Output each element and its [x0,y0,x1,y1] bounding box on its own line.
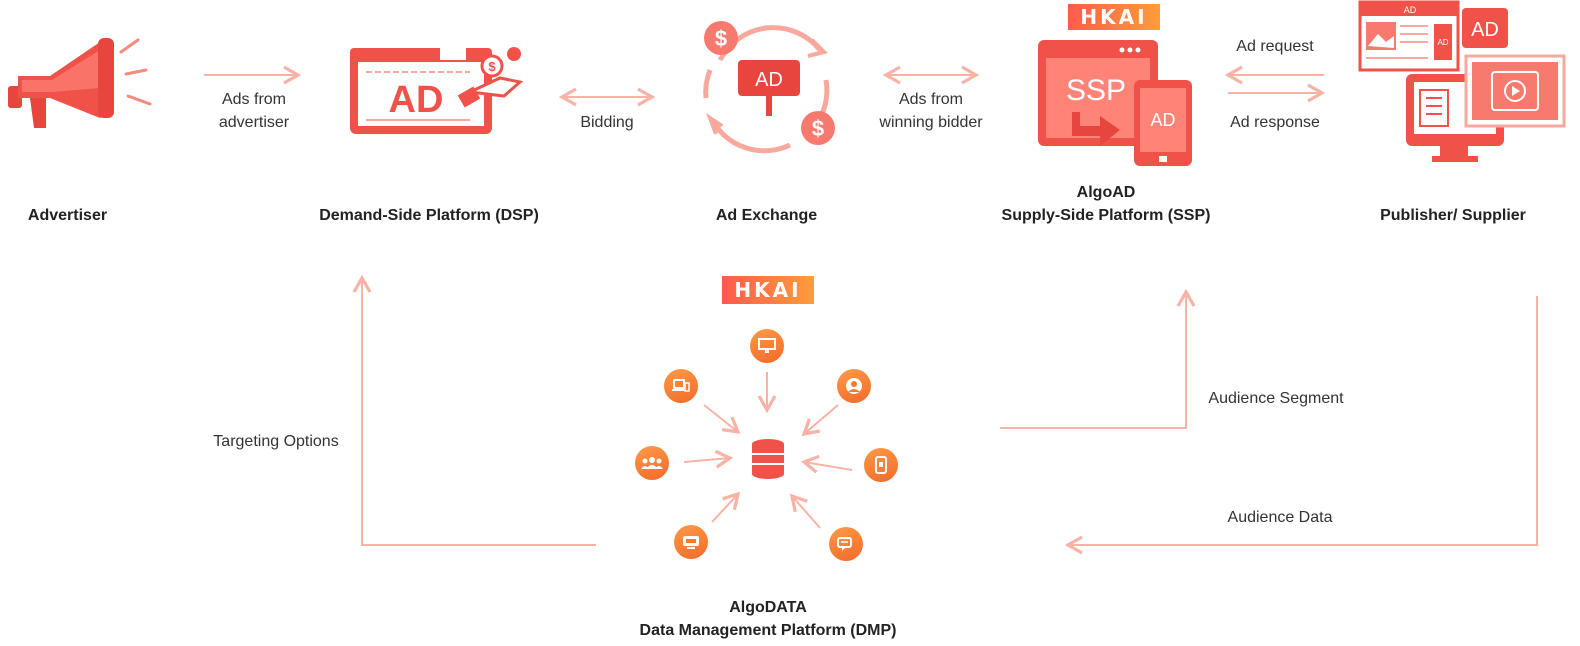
exchange-dollar-bottom: $ [812,116,824,141]
tv-icon [674,525,708,559]
node-publisher: Publisher/ Supplier [1380,207,1526,224]
arrow-audience-segment [1000,288,1196,429]
label-ad-response: Ad response [1230,114,1320,131]
dsp-ad-text: AD [389,79,444,121]
ssp-ad-text: AD [1150,110,1175,130]
node-ad-exchange: Ad Exchange [715,207,818,224]
dsp-dollar-text: $ [488,59,496,74]
ssp-text: SSP [1066,74,1126,107]
exchange-ad-text: AD [755,69,783,91]
label-ads-from-advertiser-line1: Ads from [221,91,286,108]
hkai-badge-top-text: HKAI [1080,5,1148,29]
monitor-icon [750,329,784,363]
hkai-badge-dmp: HKAI [722,276,814,304]
arrow-audience-data [1064,296,1538,555]
phone-icon [864,448,898,482]
exchange-dollar-top: $ [715,26,727,51]
laptop-icon [664,369,698,403]
database-icon [752,439,784,479]
node-advertiser: Advertiser [27,207,108,224]
megaphone-icon [8,38,152,128]
ssp-screen-icon: SSP AD [1038,40,1192,166]
arrow-targeting-options [352,274,596,546]
label-ads-from-winner-line2: winning bidder [879,114,983,131]
hkai-badge-dmp-text: HKAI [734,278,802,302]
node-dmp-brand: AlgoDATA [729,599,807,616]
label-targeting-options: Targeting Options [213,433,339,450]
cloud-user-icon [837,369,871,403]
node-ssp: Supply-Side Platform (SSP) [1001,207,1211,224]
publisher-devices-icon: AD AD AD [1358,0,1566,162]
ad-exchange-cycle-icon: $ $ AD [703,21,835,154]
group-icon [635,446,669,480]
chat-icon [829,527,863,561]
label-ad-request: Ad request [1236,38,1314,55]
node-dsp: Demand-Side Platform (DSP) [319,207,539,224]
label-ads-from-winner-line1: Ads from [898,91,963,108]
label-audience-data: Audience Data [1227,509,1333,526]
label-audience-segment: Audience Segment [1208,390,1344,407]
pub-ad-small-text: AD [1404,5,1417,15]
node-ssp-brand: AlgoAD [1076,184,1136,201]
dsp-ad-board-icon: $ AD [350,40,524,134]
label-ads-from-advertiser-line2: advertiser [218,114,290,131]
label-bidding: Bidding [580,114,634,131]
node-dmp: Data Management Platform (DMP) [639,622,897,639]
pub-ad-big-text: AD [1471,19,1499,41]
hkai-badge-top: HKAI [1068,4,1160,30]
pub-ad-side-text: AD [1437,38,1448,47]
dmp-hub [683,372,853,529]
